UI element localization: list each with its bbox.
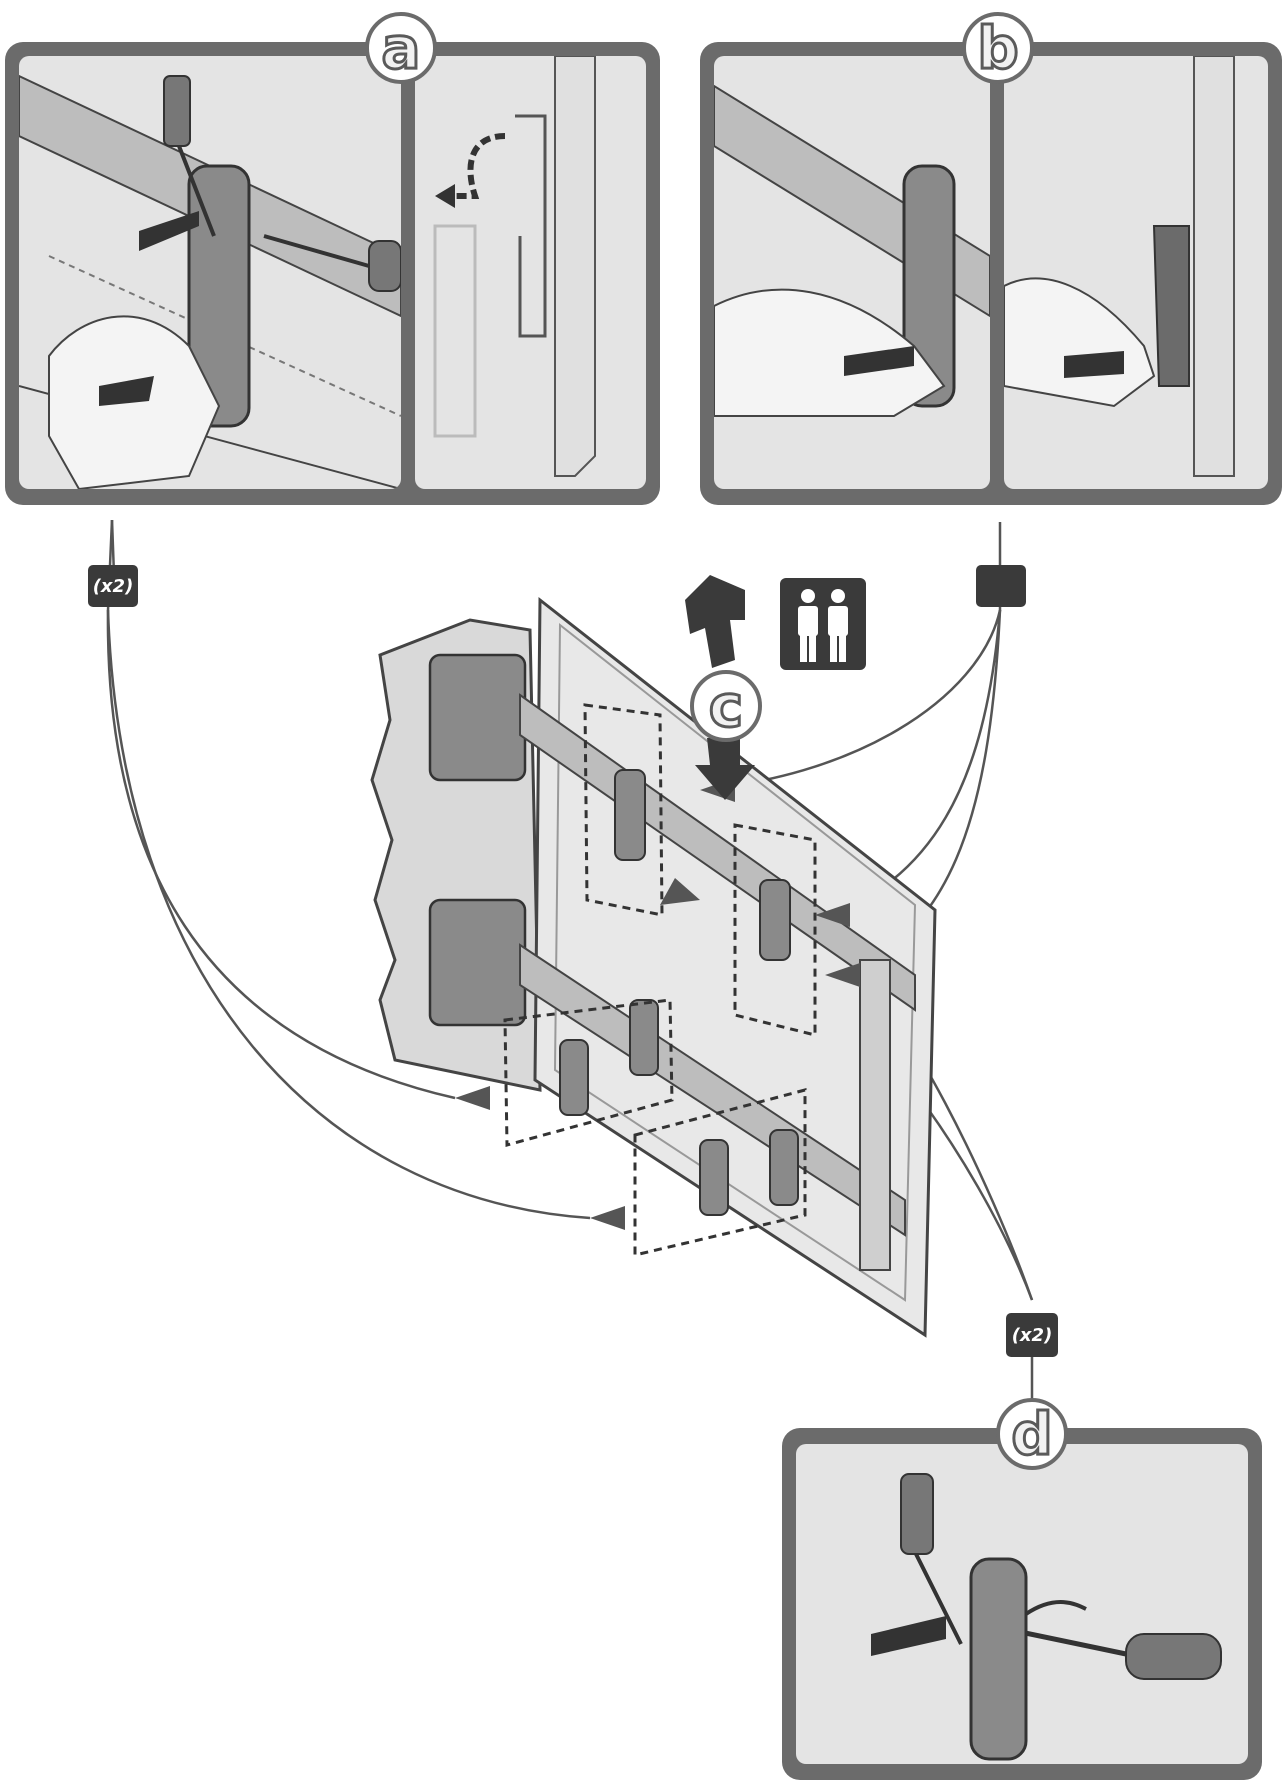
step-c-label: c bbox=[690, 670, 762, 742]
arrow-down-icon bbox=[695, 735, 755, 800]
two-people-icon bbox=[780, 578, 866, 670]
hand-icon bbox=[48, 315, 221, 489]
screwdriver-icon bbox=[263, 234, 401, 292]
clip-illustration bbox=[969, 1557, 1028, 1761]
clip-illustration bbox=[902, 164, 956, 408]
step-b-image-right bbox=[1004, 56, 1268, 489]
step-a-panel: a bbox=[5, 12, 660, 505]
quantity-badge-left: (x2) bbox=[88, 565, 138, 607]
hand-icon bbox=[714, 288, 946, 417]
arrow-left-icon bbox=[445, 133, 506, 199]
screwdriver-icon bbox=[900, 1473, 963, 1645]
step-d-label: d bbox=[996, 1398, 1068, 1470]
step-a-image-right bbox=[415, 56, 646, 489]
screwdriver-icon bbox=[163, 75, 216, 237]
clip-illustration bbox=[187, 164, 251, 428]
step-b-panel: b bbox=[700, 12, 1282, 505]
screwdriver-icon bbox=[1005, 1626, 1222, 1680]
wall-mount-illustration bbox=[370, 596, 937, 1338]
step-a-label: a bbox=[365, 12, 437, 84]
step-d-image bbox=[796, 1444, 1248, 1764]
arrow-up-icon bbox=[685, 575, 745, 668]
step-b-label: b bbox=[962, 12, 1034, 84]
square-badge-right bbox=[976, 565, 1026, 607]
hand-icon bbox=[1004, 277, 1156, 408]
step-a-image-left bbox=[19, 56, 401, 489]
step-b-image-left bbox=[714, 56, 990, 489]
step-d-panel: d bbox=[782, 1398, 1262, 1780]
quantity-badge-right: (x2) bbox=[1006, 1313, 1058, 1357]
